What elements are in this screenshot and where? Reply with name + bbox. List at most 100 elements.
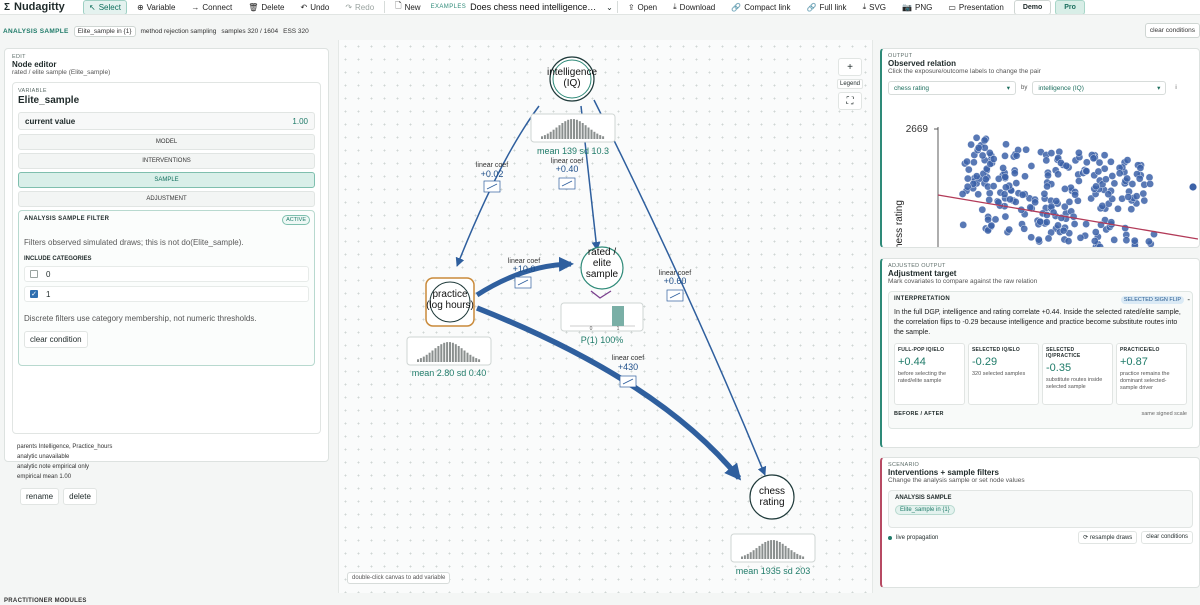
histogram-bar <box>793 552 796 559</box>
full-link-button[interactable]: 🔗Full link <box>800 0 853 14</box>
legend-button[interactable]: Legend <box>837 79 864 89</box>
scatter-point <box>1047 149 1056 157</box>
edge-label-practice-rated[interactable]: linear coef +10.0 <box>508 258 540 289</box>
compact-link-button[interactable]: 🔗Compact link <box>725 0 797 14</box>
scatter-point <box>1055 147 1064 156</box>
node-chess-rating[interactable]: chess rating <box>749 474 795 520</box>
tab-adjustment[interactable]: ADJUSTMENT <box>18 191 315 207</box>
download-button[interactable]: ⤓Download <box>667 0 722 14</box>
card-desc: 320 selected samples <box>972 371 1026 377</box>
category-0-checkbox[interactable] <box>30 270 38 278</box>
edge-iq-practice[interactable] <box>455 105 540 267</box>
histogram-bar <box>775 540 778 559</box>
redo-label: Redo <box>355 2 375 12</box>
histogram-bar <box>778 542 781 559</box>
tab-sample[interactable]: SAMPLE <box>18 172 315 188</box>
tick-0: 0 <box>590 326 593 332</box>
category-1-checkbox[interactable]: ✓ <box>30 290 38 298</box>
adjusted-eyebrow: ADJUSTED OUTPUT <box>888 263 946 269</box>
edge-practice-chess[interactable] <box>475 305 742 481</box>
node-intelligence[interactable]: intelligence (IQ) <box>547 56 597 102</box>
zoom-in-button[interactable]: + <box>838 58 863 76</box>
select-tool-button[interactable]: ↖Select <box>83 0 127 14</box>
current-value-row: current value 1.00 <box>18 112 315 130</box>
edge-practice-rated[interactable] <box>475 256 574 298</box>
card-desc: practice remains the dominant selected-s… <box>1120 371 1170 391</box>
scatter-point <box>1115 169 1124 178</box>
scatter-point <box>978 151 987 160</box>
connect-button[interactable]: →Connect <box>185 0 239 14</box>
scatter-point <box>994 198 1003 207</box>
scatter-point <box>1018 191 1027 199</box>
scatter-point <box>963 182 972 191</box>
node-rated-line3: sample <box>586 269 619 280</box>
scatter-point <box>1090 237 1099 245</box>
scenario-sample-title: ANALYSIS SAMPLE <box>895 495 952 501</box>
edge-label-iq-chess[interactable]: linear coef +0.60 <box>659 270 691 302</box>
histogram-bar <box>612 306 624 326</box>
clear-condition-button[interactable]: clear condition <box>24 331 88 348</box>
histogram-bar <box>440 344 443 362</box>
delete-button[interactable]: 🗑Delete <box>242 0 291 14</box>
collapse-button[interactable]: - <box>1187 295 1190 304</box>
scatter-point <box>1011 169 1019 178</box>
sample-count: samples 320 / 1604 <box>221 27 279 35</box>
delete-node-button[interactable]: delete <box>63 488 97 505</box>
new-button[interactable]: 🗋New <box>389 0 427 14</box>
scatter-point <box>1123 156 1132 164</box>
resample-draws-button[interactable]: ⟳ resample draws <box>1078 531 1138 544</box>
scenario-eyebrow: SCENARIO <box>888 462 920 468</box>
scatter-point <box>1069 212 1078 221</box>
png-export-button[interactable]: 📷PNG <box>896 0 939 14</box>
histogram-bar <box>478 359 481 362</box>
tick-1: 1 <box>617 326 620 332</box>
tab-interventions[interactable]: INTERVENTIONS <box>18 153 315 169</box>
clear-conditions-button[interactable]: clear conditions <box>1144 23 1200 38</box>
exposure-select[interactable]: chess rating ▾ <box>888 81 1016 95</box>
sample-filter-chip[interactable]: Elite_sample in {1} <box>73 25 136 37</box>
histogram-bar <box>555 127 558 139</box>
graph-canvas[interactable]: linear coef +0.02 linear coef +0.40 line… <box>338 40 873 593</box>
tab-model[interactable]: MODEL <box>18 134 315 150</box>
pro-mode-button[interactable]: Pro <box>1055 0 1085 14</box>
scatter-point <box>974 143 983 152</box>
scenario-sample-chip[interactable]: Elite_sample in {1} <box>895 505 955 515</box>
edge-label-iq-practice[interactable]: linear coef +0.02 <box>476 162 508 193</box>
category-1-row[interactable]: ✓ 1 <box>24 286 309 302</box>
scatter-point <box>1059 226 1068 235</box>
scatter-point <box>1095 158 1104 167</box>
outcome-select[interactable]: intelligence (IQ) ▾ <box>1032 81 1167 95</box>
scatter-point <box>974 190 982 199</box>
fit-view-button[interactable]: ⛶ <box>838 92 863 110</box>
variable-name: Elite_sample <box>18 95 80 106</box>
output-panel: OUTPUT Observed relation Click the expos… <box>880 48 1200 248</box>
info-icon[interactable]: i <box>1175 85 1177 91</box>
scatter-point <box>1139 189 1148 198</box>
histogram-bars <box>741 540 805 559</box>
node-rated-elite-sample[interactable]: rated / elite sample <box>580 246 624 299</box>
edge-iq-chess[interactable] <box>593 99 767 476</box>
redo-button[interactable]: ↷Redo <box>339 0 381 14</box>
live-status: live propagation <box>888 535 938 541</box>
live-dot-icon <box>888 535 892 540</box>
open-button[interactable]: ⇪Open <box>621 0 664 14</box>
histogram-bar <box>457 346 460 362</box>
node-practice[interactable]: practice (log hours) <box>425 277 475 327</box>
scenario-clear-conditions-button[interactable]: clear conditions <box>1141 531 1193 544</box>
add-variable-button[interactable]: ⊕Variable <box>130 0 182 14</box>
node-meta: parents Intelligence, Practice_hours ana… <box>17 442 112 482</box>
presentation-button[interactable]: ▭Presentation <box>942 0 1010 14</box>
chevron-down-icon[interactable]: ⌄ <box>606 2 613 12</box>
svg-export-button[interactable]: ⤓SVG <box>856 0 893 14</box>
edge-label-practice-chess[interactable]: linear coef +430 <box>612 355 644 388</box>
category-0-row[interactable]: 0 <box>24 266 309 282</box>
histogram-bar <box>451 342 454 362</box>
undo-button[interactable]: ↶Undo <box>294 0 336 14</box>
file-icon: 🗋 <box>395 1 402 10</box>
edge-label-iq-rated[interactable]: linear coef +0.40 <box>551 158 583 190</box>
rename-button[interactable]: rename <box>20 488 60 505</box>
histogram-bar <box>549 131 552 139</box>
adjusted-subtitle: Mark covariates to compare against the r… <box>888 278 1038 285</box>
examples-select[interactable]: Does chess need intelligence… <box>470 2 597 12</box>
demo-mode-button[interactable]: Demo <box>1013 0 1052 14</box>
